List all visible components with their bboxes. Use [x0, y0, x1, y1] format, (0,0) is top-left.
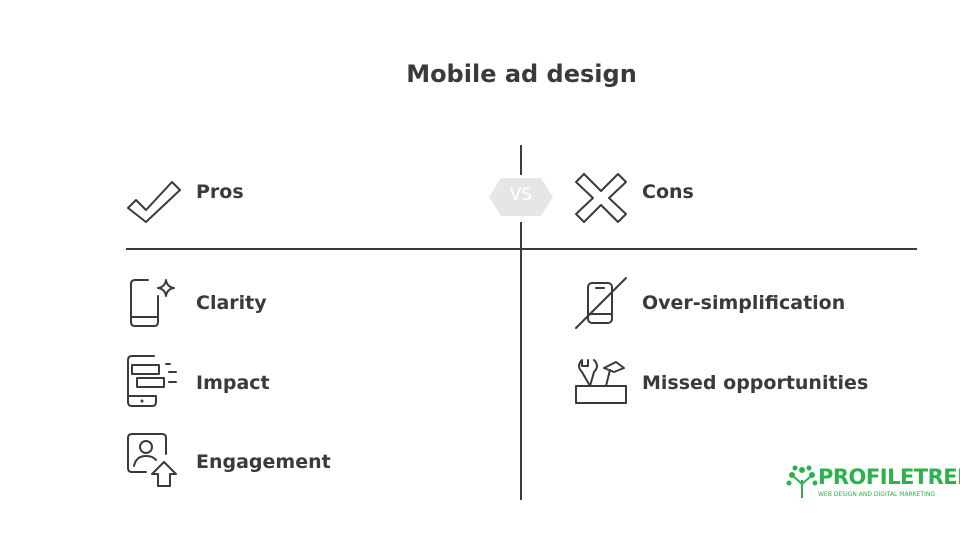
vertical-divider-bottom [520, 222, 522, 500]
phone-bars-icon [127, 355, 177, 407]
pros-item-impact: Impact [196, 372, 270, 394]
phone-sparkle-icon [130, 279, 175, 327]
pros-heading: Pros [196, 181, 244, 203]
vertical-divider-top [520, 145, 522, 175]
vs-badge [489, 178, 553, 216]
cons-item-missed-opportunities: Missed opportunities [642, 372, 869, 394]
pros-item-clarity: Clarity [196, 292, 267, 314]
user-upload-icon [127, 433, 177, 487]
x-icon [575, 173, 627, 223]
phone-crossed-icon [575, 277, 627, 329]
toolbox-icon [575, 359, 627, 404]
profiletree-logo-icon [786, 465, 818, 498]
checkmark-icon [127, 181, 181, 223]
logo-tagline: WEB DESIGN AND DIGITAL MARKETING [818, 491, 936, 498]
vs-label: VS [509, 185, 533, 205]
pros-item-engagement: Engagement [196, 451, 331, 473]
cons-item-over-simplification: Over-simplification [642, 292, 846, 314]
cons-heading: Cons [642, 181, 694, 203]
logo-name: PROFILETREE [818, 465, 960, 489]
page-title: Mobile ad design [406, 60, 637, 88]
